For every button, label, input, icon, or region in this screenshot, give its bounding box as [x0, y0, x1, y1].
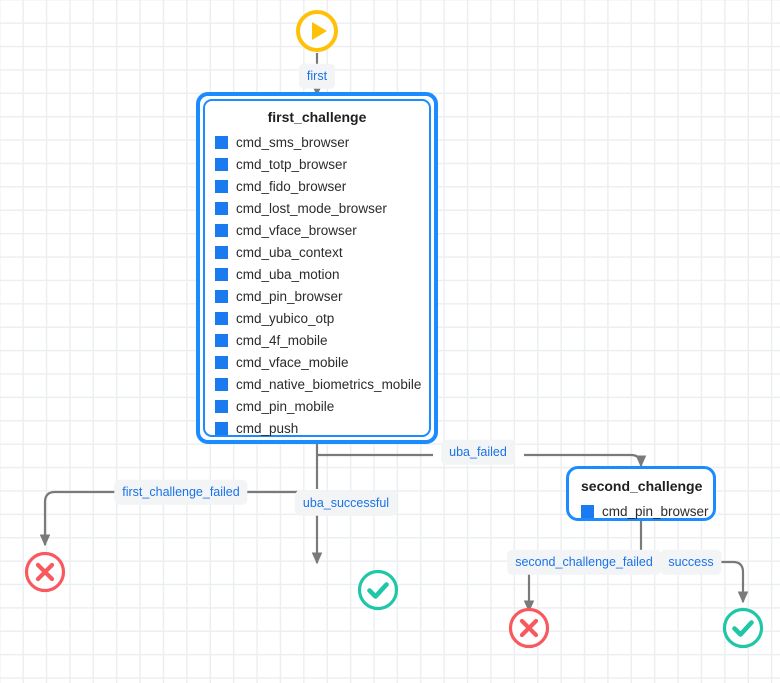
node-item[interactable]: cmd_vface_browser [215, 219, 419, 241]
node-second-challenge[interactable]: second_challenge cmd_pin_browser [566, 466, 716, 521]
edge-success [720, 560, 749, 604]
edge-label-uba-failed[interactable]: uba_failed [441, 439, 515, 465]
node-title: first_challenge [267, 109, 367, 125]
item-label: cmd_vface_browser [236, 222, 357, 238]
item-checkbox-icon [215, 267, 228, 281]
item-checkbox-icon [215, 157, 228, 171]
item-label: cmd_uba_context [236, 244, 343, 260]
node-item[interactable]: cmd_vface_mobile [215, 351, 419, 373]
item-checkbox-icon [215, 355, 228, 369]
node-item[interactable]: cmd_pin_browser [581, 500, 709, 522]
node-item[interactable]: cmd_4f_mobile [215, 329, 419, 351]
item-checkbox-icon [215, 201, 228, 215]
item-label: cmd_native_biometrics_mobile [236, 376, 422, 392]
item-label: cmd_yubico_otp [236, 310, 335, 326]
node-item[interactable]: cmd_uba_motion [215, 263, 419, 285]
item-label: cmd_pin_browser [602, 503, 709, 519]
node-item[interactable]: cmd_uba_context [215, 241, 419, 263]
node-title: second_challenge [581, 478, 703, 494]
node-item[interactable]: cmd_yubico_otp [215, 307, 419, 329]
edge-label-success[interactable]: success [660, 549, 722, 575]
item-label: cmd_pin_browser [236, 288, 343, 304]
edge-uba-failed-right [524, 453, 647, 468]
node-item[interactable]: cmd_lost_mode_browser [215, 197, 419, 219]
check-circle-icon [357, 569, 399, 611]
item-label: cmd_lost_mode_browser [236, 200, 387, 216]
item-label: cmd_totp_browser [236, 156, 348, 172]
item-checkbox-icon [581, 504, 594, 518]
node-item-list: cmd_pin_browser [581, 500, 709, 522]
x-circle-icon [24, 551, 66, 593]
item-label: cmd_vface_mobile [236, 354, 349, 370]
node-item-list: cmd_sms_browser cmd_totp_browser cmd_fid… [215, 131, 422, 439]
edge-label-first-challenge-failed[interactable]: first_challenge_failed [114, 479, 248, 505]
node-item[interactable]: cmd_totp_browser [215, 153, 419, 175]
item-checkbox-icon [215, 223, 228, 237]
item-checkbox-icon [215, 179, 228, 193]
item-checkbox-icon [215, 421, 228, 435]
node-item[interactable]: cmd_native_biometrics_mobile [215, 373, 422, 395]
node-item[interactable]: cmd_sms_browser [215, 131, 419, 153]
item-checkbox-icon [215, 245, 228, 259]
terminal-uba-successful[interactable] [356, 568, 400, 612]
edge-label-second-challenge-failed[interactable]: second_challenge_failed [507, 549, 661, 575]
node-item[interactable]: cmd_pin_mobile [215, 395, 419, 417]
item-label: cmd_fido_browser [236, 178, 347, 194]
x-circle-icon [508, 607, 550, 649]
start-node[interactable] [295, 9, 339, 53]
item-label: cmd_sms_browser [236, 134, 350, 150]
node-item[interactable]: cmd_fido_browser [215, 175, 419, 197]
item-checkbox-icon [215, 289, 228, 303]
edge-label-uba-successful[interactable]: uba_successful [294, 490, 398, 516]
item-label: cmd_uba_motion [236, 266, 340, 282]
node-first-challenge[interactable]: first_challenge cmd_sms_browser cmd_totp… [196, 92, 438, 444]
terminal-first-challenge-failed[interactable] [23, 550, 67, 594]
node-item[interactable]: cmd_pin_browser [215, 285, 419, 307]
item-checkbox-icon [215, 399, 228, 413]
terminal-success[interactable] [721, 606, 765, 650]
terminal-second-challenge-failed[interactable] [507, 606, 551, 650]
play-circle-icon [296, 10, 338, 52]
item-label: cmd_pin_mobile [236, 398, 335, 414]
item-label: cmd_4f_mobile [236, 332, 328, 348]
node-item[interactable]: cmd_push [215, 417, 419, 439]
item-label: cmd_push [236, 420, 299, 436]
item-checkbox-icon [215, 377, 228, 391]
item-checkbox-icon [215, 135, 228, 149]
edge-label-first[interactable]: first [298, 63, 336, 89]
item-checkbox-icon [215, 333, 228, 347]
item-checkbox-icon [215, 311, 228, 325]
check-circle-icon [722, 607, 764, 649]
